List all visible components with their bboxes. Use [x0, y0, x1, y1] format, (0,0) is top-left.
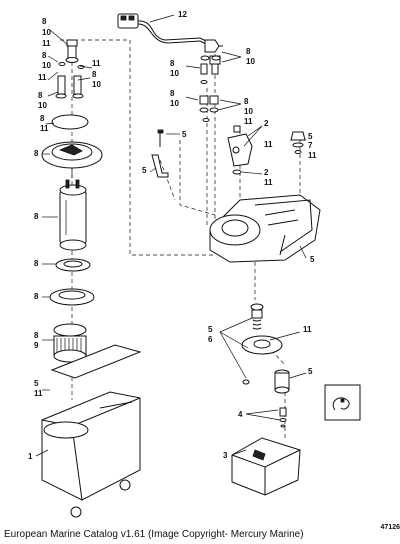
- detail-inset: [324, 384, 361, 421]
- vent-valve: [227, 125, 253, 175]
- callout-11: 11: [34, 389, 43, 398]
- pump-top-cover: [41, 141, 103, 178]
- callout-11: 11: [264, 178, 273, 187]
- callout-8: 8: [170, 89, 175, 98]
- callout-10: 10: [244, 107, 253, 116]
- mount-bracket: [151, 154, 169, 178]
- callout-6: 6: [208, 335, 213, 344]
- callout-11: 11: [303, 325, 312, 334]
- callout-5: 5: [310, 255, 315, 264]
- callout-10: 10: [92, 80, 101, 89]
- callout-4: 4: [238, 410, 243, 419]
- bowl-gasket: [50, 344, 142, 379]
- callout-10: 10: [246, 57, 255, 66]
- callout-12: 12: [178, 10, 187, 19]
- callout-5: 5: [308, 132, 313, 141]
- callout-8: 8: [34, 259, 39, 268]
- callout-5: 5: [182, 130, 187, 139]
- ecu-module: [231, 437, 301, 496]
- pump-filter-discs: [49, 258, 95, 306]
- callout-8: 8: [170, 59, 175, 68]
- small-fittings: [279, 407, 287, 428]
- mount-screw: [157, 129, 164, 147]
- inlet-fitting: [55, 39, 85, 99]
- callout-8: 8: [34, 331, 39, 340]
- callout-8: 8: [34, 292, 39, 301]
- callout-11: 11: [38, 73, 47, 82]
- callout-8: 8: [34, 149, 39, 158]
- fuel-bowl-housing: [41, 391, 141, 518]
- filler-cap: [290, 131, 306, 154]
- callout-11: 11: [40, 124, 49, 133]
- callout-11: 11: [244, 117, 253, 126]
- callout-10: 10: [170, 69, 179, 78]
- callout-8: 8: [34, 212, 39, 221]
- callout-10: 10: [170, 99, 179, 108]
- callout-11: 11: [264, 140, 273, 149]
- valve-stack: [241, 303, 283, 385]
- image-caption: European Marine Catalog v1.61 (Image Cop…: [4, 529, 304, 540]
- o-ring-large: [51, 114, 89, 130]
- callout-8: 8: [92, 70, 97, 79]
- callout-10: 10: [38, 101, 47, 110]
- callout-5: 5: [34, 379, 39, 388]
- callout-7: 7: [308, 141, 313, 150]
- callout-9: 9: [34, 341, 39, 350]
- figure-number: 47126: [380, 524, 400, 531]
- callout-11: 11: [92, 59, 101, 68]
- callout-1: 1: [28, 452, 33, 461]
- callout-8: 8: [246, 47, 251, 56]
- callout-5: 5: [208, 325, 213, 334]
- exploded-parts-diagram: .ln { stroke:#111; stroke-width:1; fill:…: [28, 10, 361, 518]
- callout-8: 8: [244, 97, 249, 106]
- callout-10: 10: [42, 28, 51, 37]
- callout-2: 2: [264, 119, 269, 128]
- callout-11: 11: [308, 151, 317, 160]
- callout-3: 3: [223, 451, 228, 460]
- callout-11: 11: [42, 39, 51, 48]
- callout-8: 8: [40, 114, 45, 123]
- check-valve-body: [274, 369, 290, 394]
- outlet-fittings: [199, 55, 221, 122]
- pump-module: [209, 194, 321, 263]
- callout-10: 10: [42, 61, 51, 70]
- callout-2: 2: [264, 168, 269, 177]
- callout-5: 5: [142, 166, 147, 175]
- callout-5: 5: [308, 367, 313, 376]
- electric-fuel-pump: [59, 179, 87, 251]
- callout-8: 8: [42, 17, 47, 26]
- callout-8: 8: [42, 51, 47, 60]
- filter-element: [53, 323, 87, 363]
- callout-8: 8: [38, 91, 43, 100]
